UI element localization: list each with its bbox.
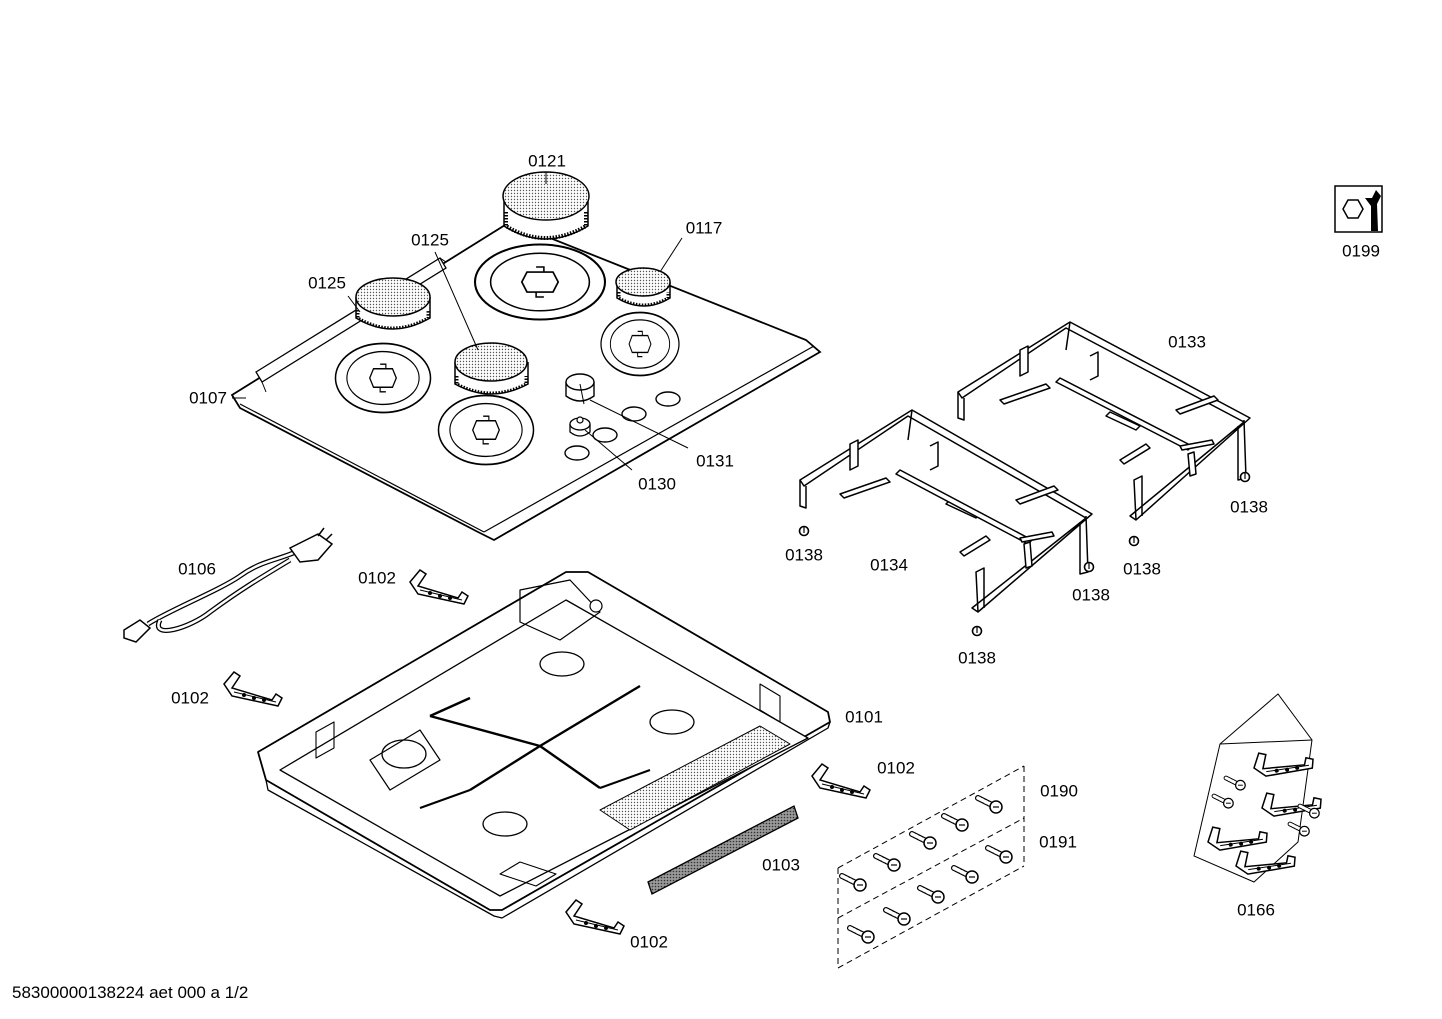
label-0199: 0199	[1342, 241, 1380, 261]
sealing-strip	[647, 805, 799, 895]
label-0101: 0101	[845, 707, 883, 727]
burner-cap-large	[502, 171, 590, 240]
pan-support-rear	[957, 321, 1251, 521]
wrench-nut-icon	[1334, 185, 1383, 233]
label-0121: 0121	[528, 151, 566, 171]
label-0138-c: 0138	[1072, 585, 1110, 605]
leader-lines-upper	[232, 172, 689, 471]
fixing-clip-top	[409, 569, 469, 605]
label-0133: 0133	[1168, 332, 1206, 352]
label-0125-upper: 0125	[411, 230, 449, 250]
label-0138-a: 0138	[785, 545, 823, 565]
control-knob	[565, 373, 595, 405]
knob-spindle	[569, 416, 591, 437]
burner-cap-medium-left	[355, 277, 431, 330]
label-0125-left: 0125	[308, 273, 346, 293]
mounting-kit	[1193, 693, 1325, 888]
document-id: 58300000138224 aet 000 a 1/2	[12, 983, 249, 1002]
label-0117: 0117	[685, 218, 723, 238]
power-cable	[123, 527, 334, 643]
screw-set	[837, 765, 1025, 969]
fixing-clip-right	[811, 763, 871, 799]
label-0190: 0190	[1040, 781, 1078, 801]
burner-cap-medium-center	[454, 342, 529, 395]
label-0130: 0130	[638, 474, 676, 494]
label-0138-e: 0138	[1230, 497, 1268, 517]
label-0102-top: 0102	[358, 568, 396, 588]
label-0106: 0106	[178, 559, 216, 579]
label-0134: 0134	[870, 555, 908, 575]
label-0138-b: 0138	[958, 648, 996, 668]
fixing-clip-bottom	[565, 899, 625, 935]
label-0138-d: 0138	[1123, 559, 1161, 579]
label-0102-right: 0102	[877, 758, 915, 778]
bottom-housing	[257, 571, 831, 919]
label-0191: 0191	[1039, 832, 1077, 852]
fixing-clip-left	[223, 671, 283, 707]
label-0166: 0166	[1237, 900, 1275, 920]
pan-support-front	[799, 409, 1093, 613]
label-0131: 0131	[696, 451, 734, 471]
burner-cap-small	[615, 267, 671, 307]
label-0107: 0107	[189, 388, 227, 408]
label-0102-left: 0102	[171, 688, 209, 708]
label-0102-bottom: 0102	[630, 932, 668, 952]
label-0103: 0103	[762, 855, 800, 875]
